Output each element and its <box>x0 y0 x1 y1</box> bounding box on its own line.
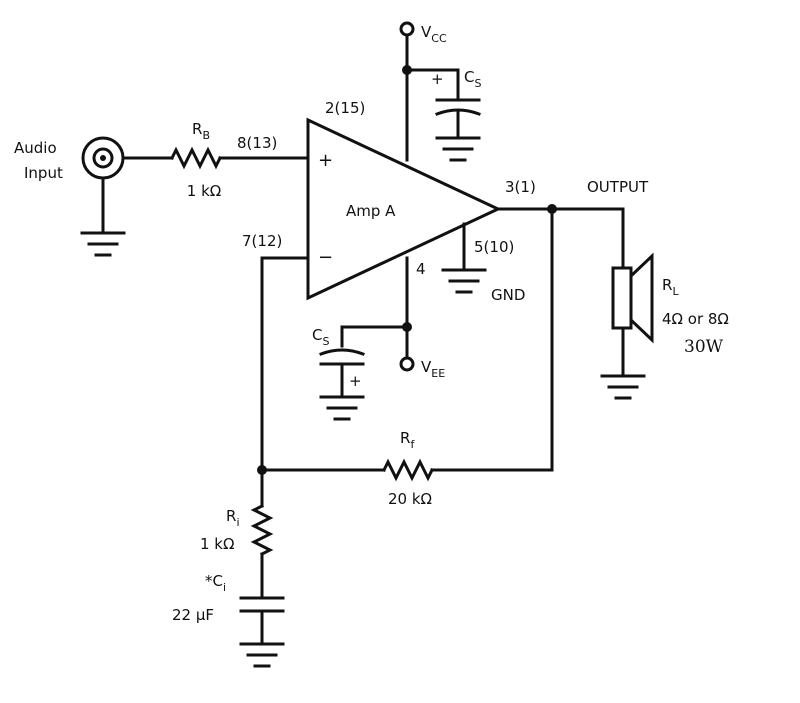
rb-label: RB <box>192 120 210 142</box>
plus-input-sign: + <box>318 150 333 171</box>
op-amp-triangle <box>306 117 502 301</box>
ground-symbol-cs-bottom <box>319 395 365 421</box>
vcc-label: VCC <box>421 23 447 45</box>
inv-input-wire <box>260 256 310 472</box>
ground-symbol-gnd <box>441 268 487 294</box>
minus-input-sign: − <box>318 247 333 268</box>
ri-resistor <box>250 503 274 557</box>
cs-bottom-capacitor <box>319 348 365 366</box>
output-label: OUTPUT <box>587 178 649 196</box>
feedback-right-wire <box>430 207 554 472</box>
rf-label: Rf <box>400 429 415 451</box>
ci-label: *Ci <box>205 572 226 594</box>
vee-label: VEE <box>421 358 445 380</box>
pin-supply-pos: 2(15) <box>325 99 365 117</box>
rf-resistor <box>381 458 435 482</box>
amp-label: Amp A <box>346 202 396 220</box>
rl-label: RL <box>662 276 679 298</box>
ri-label: Ri <box>226 507 240 529</box>
ground-symbol-input <box>80 231 126 257</box>
ground-symbol-ci <box>239 642 285 668</box>
ci-capacitor <box>239 596 285 613</box>
cs-bottom-wire <box>340 325 409 348</box>
pin-supply-neg: 4 <box>416 260 426 278</box>
pin-inv-input: 7(12) <box>242 232 282 250</box>
cs-bottom-polarity: + <box>349 372 362 390</box>
cs-top-polarity: + <box>431 70 444 88</box>
ground-symbol-speaker <box>600 374 646 400</box>
vee-terminal <box>399 356 415 372</box>
gnd-label: GND <box>491 286 525 304</box>
rl-value: 4Ω or 8Ω <box>662 310 729 328</box>
rf-value: 20 kΩ <box>388 490 432 508</box>
audio-input-jack <box>81 136 125 180</box>
rl-power: 30W <box>684 337 724 357</box>
output-wire <box>496 207 625 270</box>
cs-top-label: CS <box>464 68 481 90</box>
cs-bottom-label: CS <box>312 326 329 348</box>
audio-input-label-line2: Input <box>24 164 63 182</box>
cs-top-wire <box>405 68 460 102</box>
pin-noninv-input: 8(13) <box>237 134 277 152</box>
vcc-terminal <box>399 21 415 37</box>
ground-symbol-cs-top <box>435 136 481 162</box>
pin-output: 3(1) <box>505 178 536 196</box>
rb-resistor <box>169 146 223 170</box>
ri-value: 1 kΩ <box>200 535 234 553</box>
audio-input-label-line1: Audio <box>14 139 57 157</box>
ci-value: 22 μF <box>172 606 214 624</box>
pin-gnd: 5(10) <box>474 238 514 256</box>
speaker-icon <box>611 252 654 344</box>
rb-value: 1 kΩ <box>187 182 221 200</box>
cs-top-capacitor <box>435 98 481 116</box>
